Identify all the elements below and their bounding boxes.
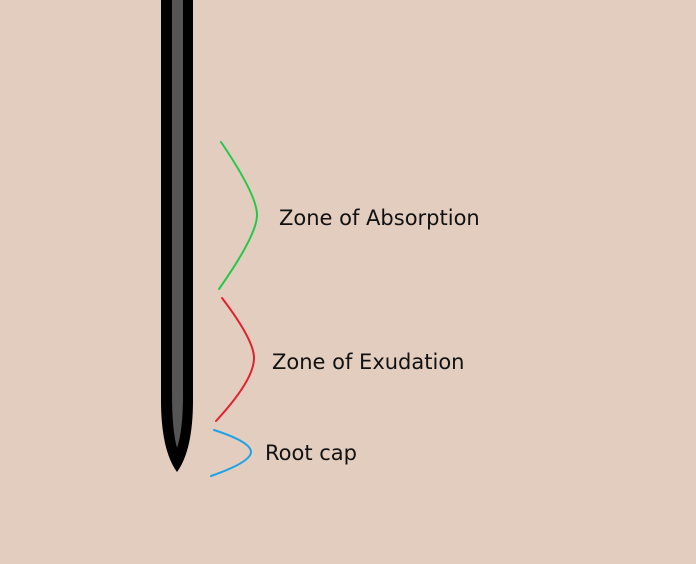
root-core bbox=[172, 0, 183, 448]
rootcap-bracket bbox=[210, 429, 253, 477]
absorption-bracket bbox=[218, 141, 259, 290]
zone-of-exudation-label: Zone of Exudation bbox=[272, 350, 465, 374]
root-cap-label: Root cap bbox=[265, 441, 357, 465]
exudation-bracket bbox=[215, 297, 256, 422]
zone-of-absorption-label: Zone of Absorption bbox=[279, 206, 480, 230]
